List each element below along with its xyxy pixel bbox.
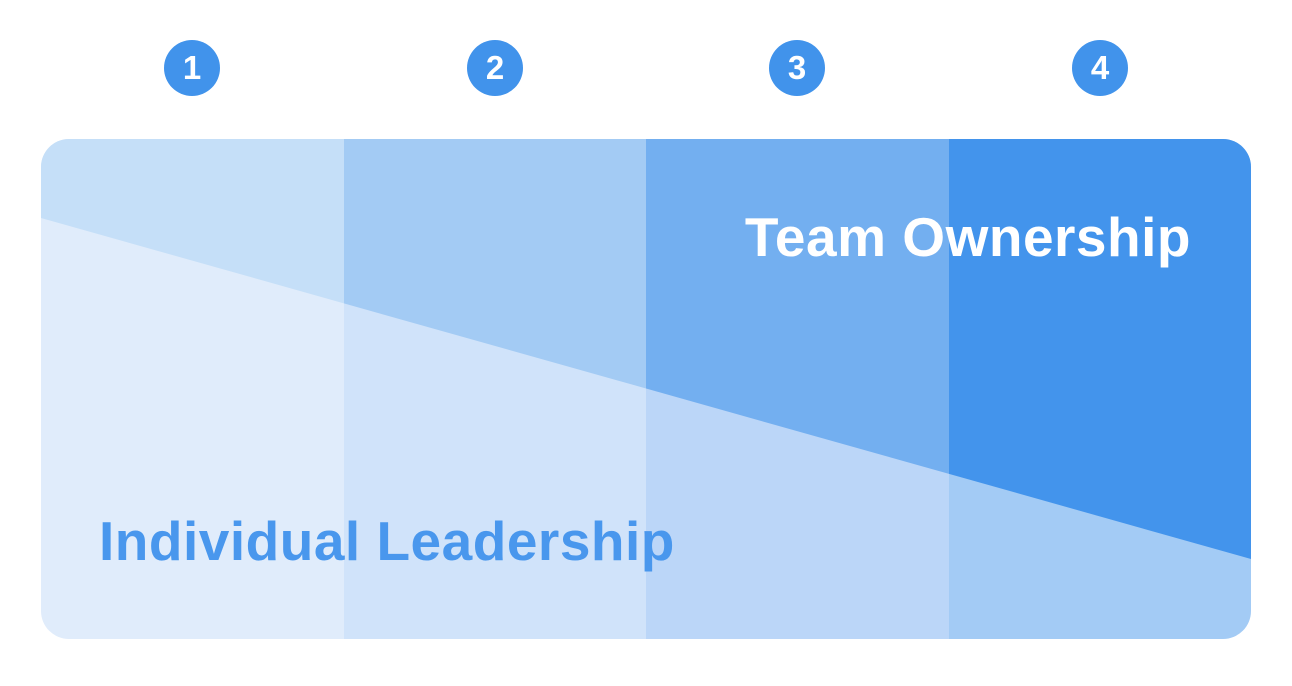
team-ownership-label: Team Ownership	[744, 206, 1191, 268]
individual-leadership-label: Individual Leadership	[99, 510, 675, 572]
step-badge-4: 4	[1072, 40, 1128, 96]
step-badge-4-number: 4	[1090, 48, 1110, 86]
matrix-panel: Team Ownership Individual Leadership	[41, 139, 1251, 639]
step-badge-3: 3	[769, 40, 825, 96]
step-badge-1-number: 1	[182, 48, 202, 86]
step-badge-2: 2	[467, 40, 523, 96]
step-badge-2-number: 2	[485, 48, 505, 86]
step-badge-1: 1	[164, 40, 220, 96]
step-badge-3-number: 3	[787, 48, 807, 86]
